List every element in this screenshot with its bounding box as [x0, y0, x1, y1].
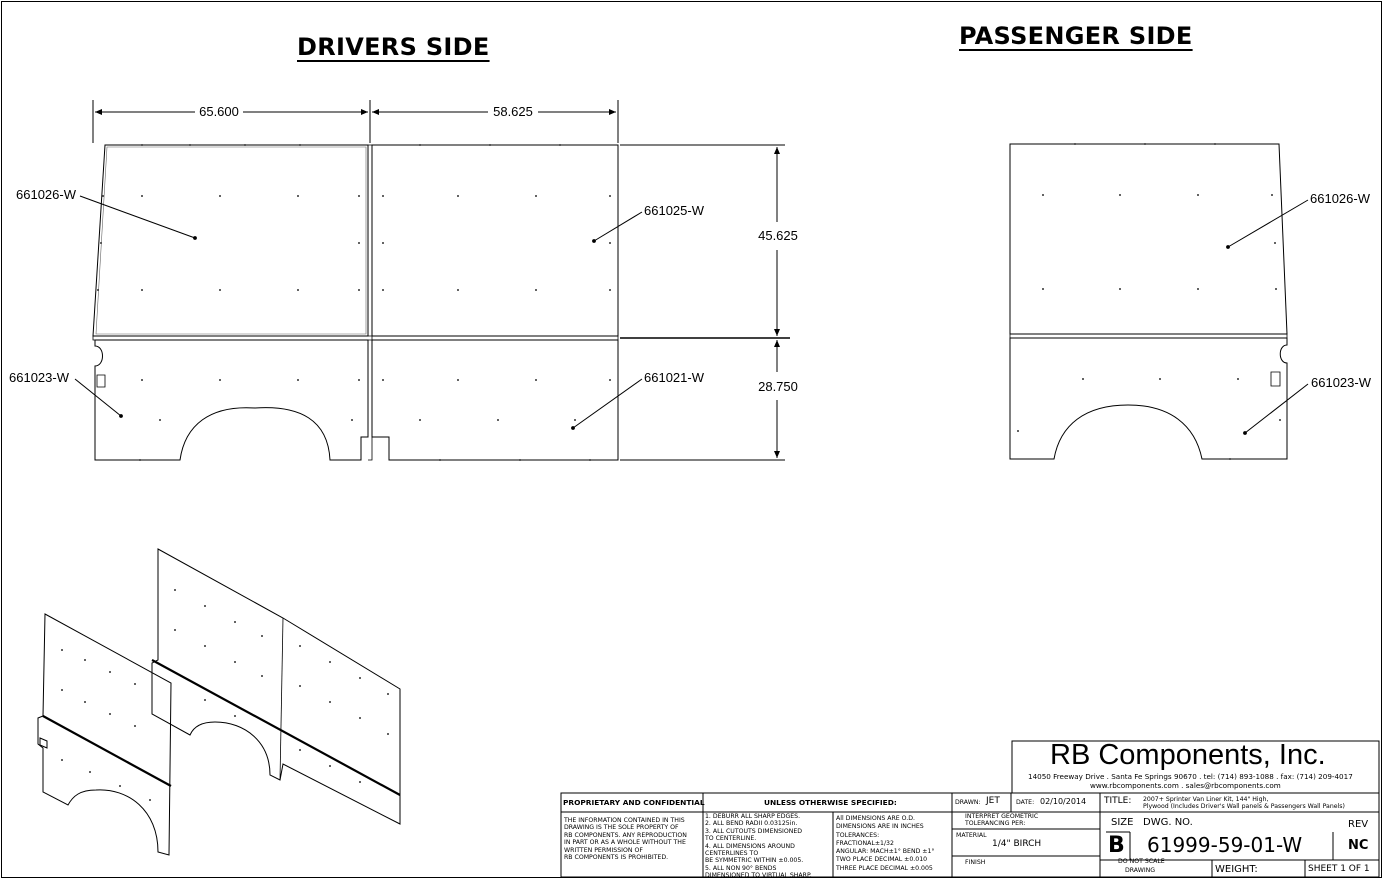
panel-661026-drivers — [92, 144, 369, 337]
panel-661026-passenger — [1009, 143, 1288, 335]
fastener-dots-passenger — [1017, 143, 1281, 460]
sheet-label: SHEET 1 OF 1 — [1308, 864, 1370, 874]
fastener-dots-isometric — [61, 589, 389, 801]
general-notes: 1. DEBURR ALL SHARP EDGES. 2. ALL BEND R… — [705, 813, 812, 880]
passenger-side-view — [1009, 143, 1288, 460]
do-not-scale: DO NOT SCALE — [1118, 858, 1165, 865]
drawn-label: DRAWN: — [955, 799, 981, 806]
dim-left-width: 65.600 — [199, 104, 239, 119]
proprietary-header: PROPRIETARY AND CONFIDENTIAL — [563, 798, 705, 807]
dim-lower-height: 28.750 — [758, 379, 798, 394]
company-name: RB Components, Inc. — [1050, 739, 1326, 771]
panel-661023-passenger — [1009, 337, 1288, 460]
title-line-2: Plywood (Includes Driver's Wall panels &… — [1143, 803, 1345, 810]
title-block-grid — [560, 740, 1380, 878]
title-line-1: 2007+ Sprinter Van Liner Kit, 144" High, — [1143, 796, 1269, 803]
panel-661023-drivers — [94, 339, 369, 461]
tolerances: All DIMENSIONS ARE O.D. DIMENSIONS ARE I… — [836, 815, 935, 872]
date-value: 02/10/2014 — [1040, 797, 1087, 806]
callout-661025-drivers: 661025-W — [644, 203, 705, 218]
size-label: SIZE — [1111, 817, 1134, 828]
rev-label: REV — [1348, 819, 1369, 830]
callout-661023-passenger: 661023-W — [1311, 375, 1372, 390]
drivers-side-heading: DRIVERS SIDE — [297, 33, 490, 61]
unless-header: UNLESS OTHERWISE SPECIFIED: — [764, 798, 897, 807]
panel-661021-drivers — [371, 339, 619, 461]
dwg-number: 61999-59-01-W — [1147, 833, 1303, 857]
proprietary-text: THE INFORMATION CONTAINED IN THIS DRAWIN… — [564, 817, 687, 862]
passenger-side-heading: PASSENGER SIDE — [959, 22, 1193, 50]
interpret-line-2: TOLERANCING PER: — [965, 820, 1026, 827]
title-label: TITLE: — [1104, 796, 1132, 806]
dwg-label: DWG. NO. — [1143, 817, 1193, 828]
fastener-dots-drivers — [97, 144, 611, 461]
company-web: www.rbcomponents.com . sales@rbcomponent… — [1090, 781, 1281, 790]
size-value: B — [1108, 833, 1125, 858]
drawn-value: JET — [986, 796, 1000, 806]
callout-661026-drivers: 661026-W — [16, 187, 77, 202]
callout-661026-passenger: 661026-W — [1310, 191, 1371, 206]
callout-661021-drivers: 661021-W — [644, 370, 705, 385]
interpret-line-1: INTERPRET GEOMETRIC — [965, 813, 1039, 820]
drivers-side-view — [92, 144, 619, 461]
drawing-word: DRAWING — [1125, 867, 1156, 874]
callout-661023-drivers: 661023-W — [9, 370, 70, 385]
material-value: 1/4" BIRCH — [992, 839, 1042, 849]
panel-661025-drivers — [371, 144, 619, 337]
finish-label: FINISH — [965, 859, 986, 866]
material-label: MATERIAL — [956, 832, 987, 839]
date-label: DATE: — [1016, 799, 1035, 806]
dim-right-width: 58.625 — [493, 104, 533, 119]
isometric-view — [37, 548, 401, 856]
dimension-lines-drivers — [92, 100, 790, 461]
weight-label: WEIGHT: — [1215, 864, 1258, 875]
dim-upper-height: 45.625 — [758, 228, 798, 243]
company-address: 14050 Freeway Drive . Santa Fe Springs 9… — [1028, 772, 1353, 781]
rev-value: NC — [1348, 838, 1369, 853]
